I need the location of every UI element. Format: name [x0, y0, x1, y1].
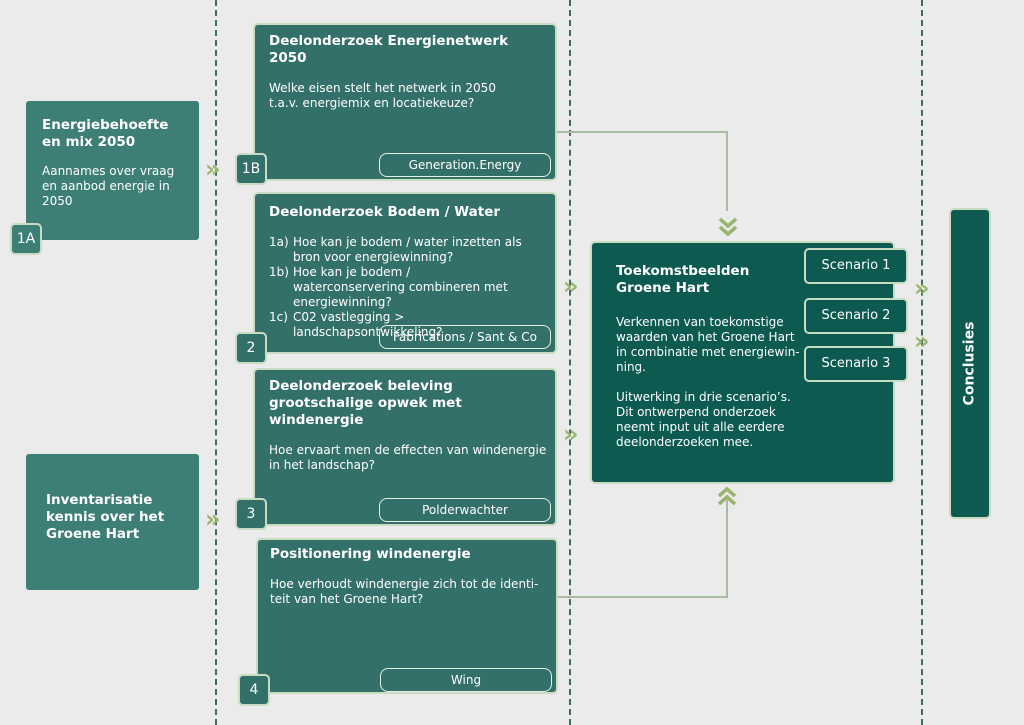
- partner-tag: Generation.Energy: [379, 153, 551, 177]
- step-badge: 4: [238, 674, 270, 706]
- chevron-right-icon: »: [563, 420, 578, 448]
- node-body: Hoe ervaart men de effecten van windener…: [269, 443, 547, 472]
- node-wind-positioning: Positionering windenergie Hoe verhoudt w…: [256, 538, 558, 694]
- chevron-up-icon: [717, 486, 737, 506]
- node-conclusions: Conclusies: [949, 208, 991, 519]
- node-energy-demand: Energiebehoefte en mix 2050 Aannames ove…: [26, 101, 199, 240]
- node-title: Inventarisatie kennis over het Groene Ha…: [46, 492, 165, 542]
- node-title: Conclusies: [961, 321, 978, 406]
- chevron-right-icon: »: [914, 327, 929, 355]
- question-item: 1b)Hoe kan je bodem / waterconservering …: [269, 265, 508, 309]
- step-badge: 3: [235, 498, 267, 530]
- node-title: Deelonderzoek Energienetwerk 2050: [269, 33, 509, 66]
- node-title: Deelonderzoek beleving grootschalige opw…: [269, 378, 462, 428]
- partner-tag: Wing: [380, 668, 552, 692]
- chevron-right-icon: »: [563, 272, 578, 300]
- chevron-right-icon: »: [914, 274, 929, 302]
- question-item: 1a)Hoe kan je bodem / water inzetten als…: [269, 235, 522, 264]
- connector-line: [556, 131, 728, 133]
- node-inventory: Inventarisatie kennis over het Groene Ha…: [26, 454, 199, 590]
- question-list: 1a)Hoe kan je bodem / water inzetten als…: [269, 235, 541, 340]
- node-body: Verkennen van toekomstige waarden van he…: [616, 315, 800, 374]
- partner-tag: Fabrications / Sant & Co: [379, 325, 551, 349]
- node-body: Welke eisen stelt het netwerk in 2050 t.…: [269, 81, 496, 110]
- node-title: Positionering windenergie: [270, 546, 471, 562]
- node-body: Aannames over vraag en aanbod energie in…: [42, 164, 175, 208]
- node-title: Deelonderzoek Bodem / Water: [269, 204, 501, 220]
- node-body: Uitwerking in drie scenario’s. Dit ontwe…: [616, 390, 791, 449]
- connector-line: [726, 131, 728, 211]
- node-wind-perception: Deelonderzoek beleving grootschalige opw…: [253, 368, 557, 526]
- chevron-right-icon: »: [205, 155, 220, 183]
- step-badge: 1A: [10, 223, 42, 255]
- column-divider: [215, 0, 217, 725]
- node-soil-water: Deelonderzoek Bodem / Water 1a)Hoe kan j…: [253, 192, 557, 354]
- question-item: 1c)C02 vastlegging > landschapsontwikkel…: [269, 310, 443, 339]
- step-badge: 2: [235, 332, 267, 364]
- connector-line: [726, 500, 728, 598]
- node-title: Toekomstbeelden Groene Hart: [616, 263, 750, 296]
- scenario-2: Scenario 2: [804, 298, 908, 334]
- chevron-down-icon: [718, 217, 738, 237]
- column-divider: [569, 0, 571, 725]
- step-badge: 1B: [235, 153, 267, 185]
- scenario-1: Scenario 1: [804, 248, 908, 284]
- partner-tag: Polderwachter: [379, 498, 551, 522]
- node-title: Energiebehoefte en mix 2050: [42, 117, 169, 150]
- scenario-3: Scenario 3: [804, 346, 908, 382]
- node-body: Hoe verhoudt windenergie zich tot de ide…: [270, 577, 539, 606]
- connector-line: [556, 596, 728, 598]
- column-divider: [921, 0, 923, 725]
- node-energy-network: Deelonderzoek Energienetwerk 2050 Welke …: [253, 23, 557, 181]
- chevron-right-icon: »: [205, 505, 220, 533]
